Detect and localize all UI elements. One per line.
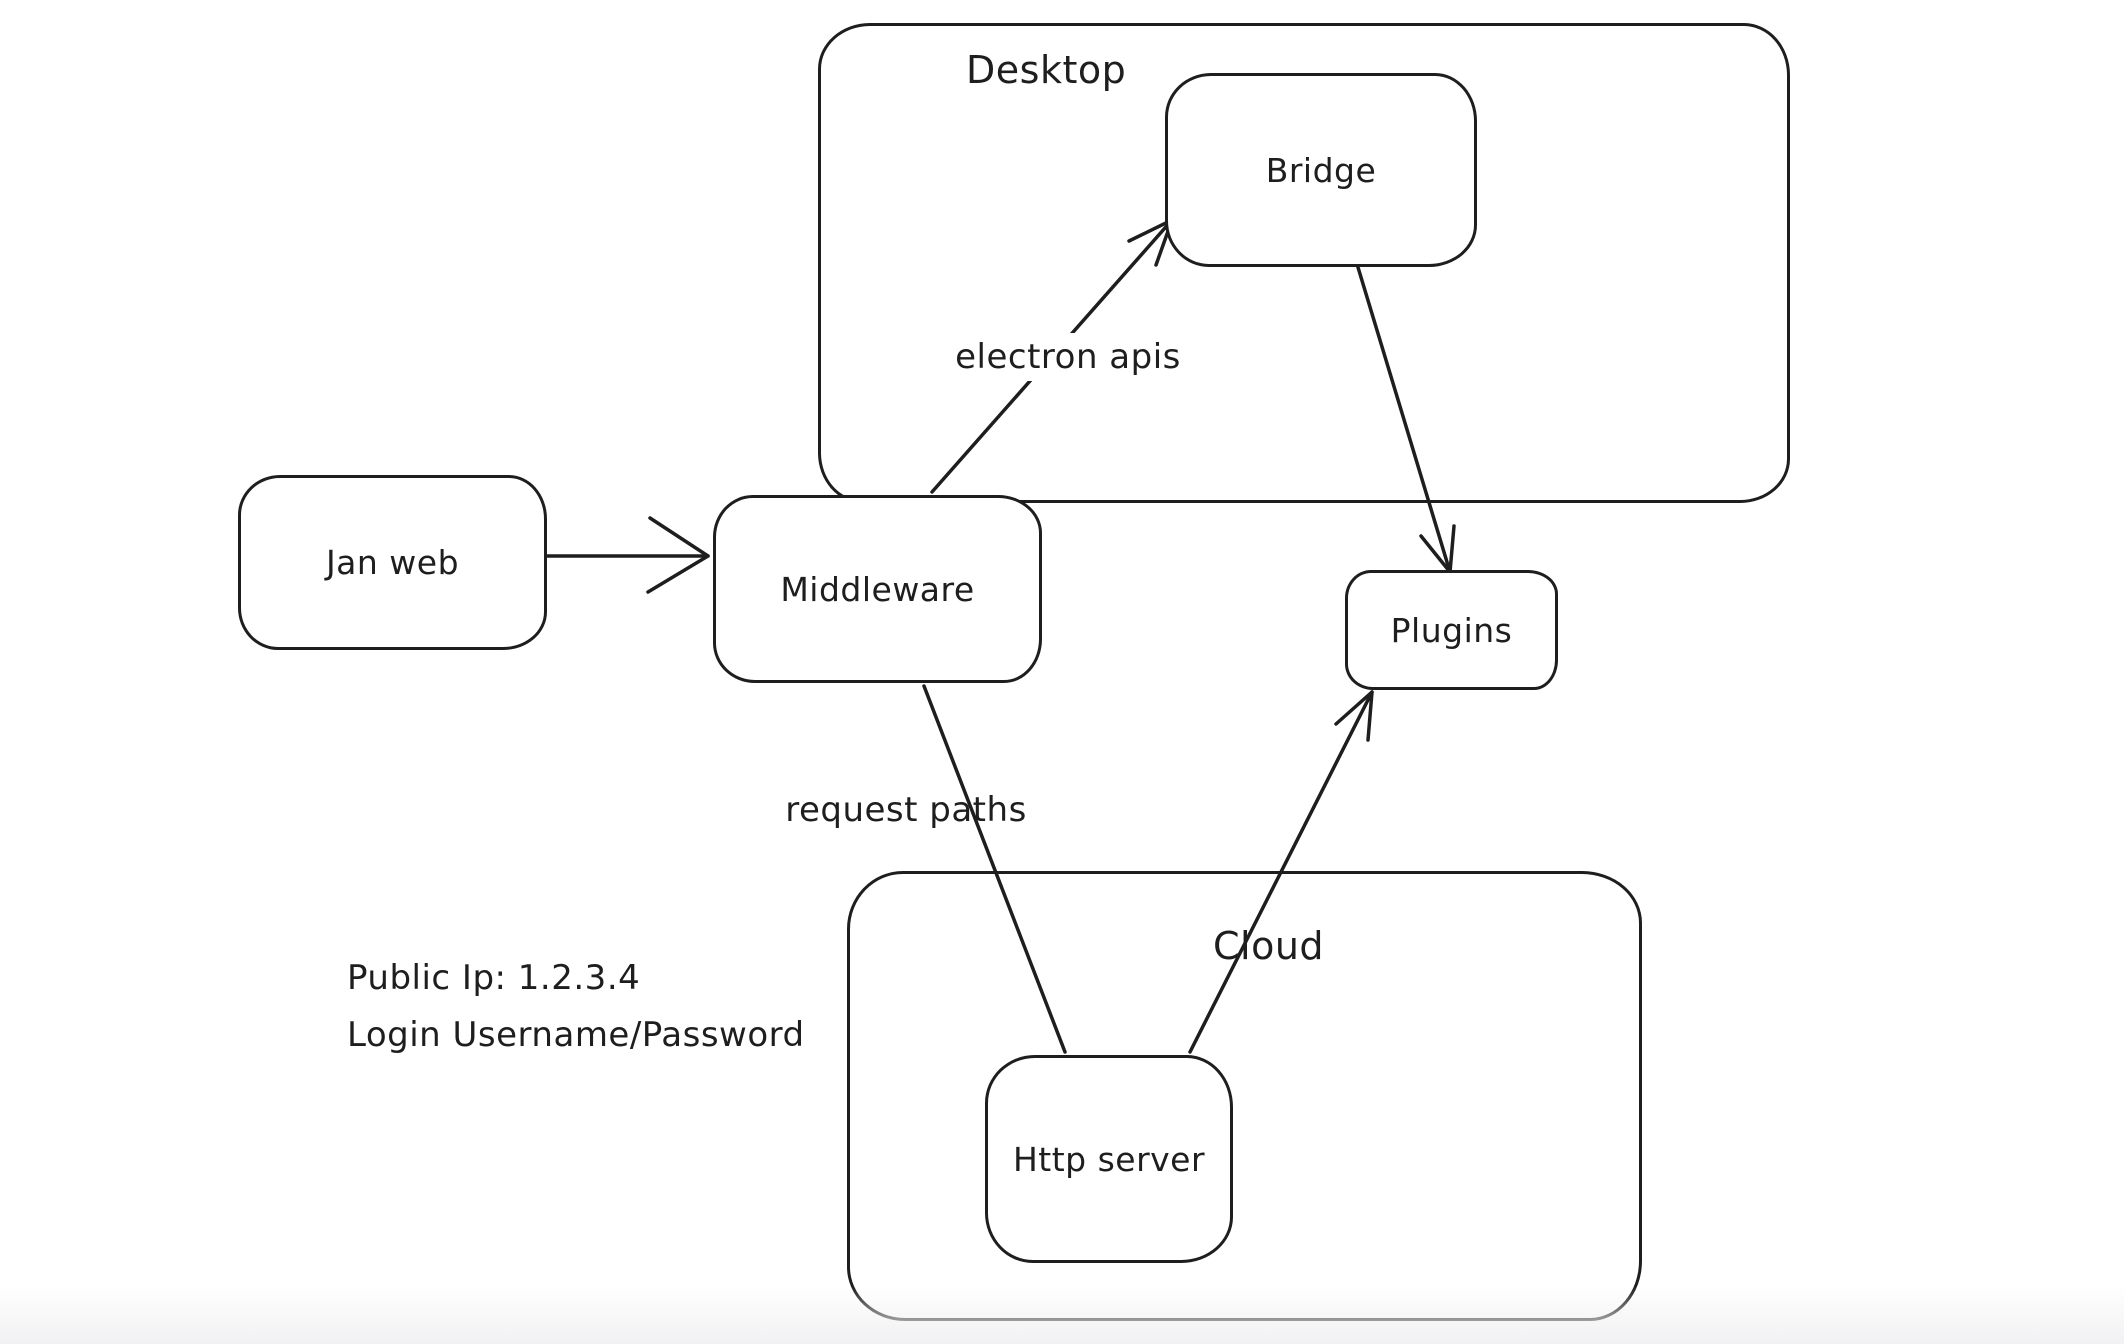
- edge-http-server-to-plugins[interactable]: [1188, 690, 1374, 1054]
- desktop-container-frame[interactable]: [818, 23, 1790, 503]
- cloud-credentials-annotation[interactable]: Public Ip: 1.2.3.4 Login Username/Passwo…: [347, 950, 805, 1064]
- jan-web-node[interactable]: Jan web: [238, 475, 547, 650]
- edge-jan-web-to-middleware[interactable]: [545, 516, 710, 594]
- jan-web-node-label: Jan web: [325, 543, 460, 582]
- arrowhead-at-middleware: [646, 516, 710, 594]
- request-paths-edge-label[interactable]: request paths: [785, 790, 1027, 830]
- login-text: Login Username/Password: [347, 1015, 805, 1055]
- http-server-node-label: Http server: [1012, 1139, 1206, 1179]
- http-server-node[interactable]: Http server: [985, 1055, 1233, 1263]
- bridge-node[interactable]: Bridge: [1165, 73, 1477, 267]
- middleware-node[interactable]: Middleware: [713, 495, 1042, 683]
- electron-apis-edge-label[interactable]: electron apis: [943, 333, 1193, 381]
- middleware-node-label: Middleware: [780, 569, 975, 609]
- arrowhead-at-plugins-bottom: [1334, 690, 1374, 742]
- bridge-node-label: Bridge: [1265, 150, 1377, 190]
- desktop-container-label[interactable]: Desktop: [966, 48, 1127, 92]
- public-ip-text: Public Ip: 1.2.3.4: [347, 958, 641, 998]
- cloud-container-label[interactable]: Cloud: [1213, 924, 1325, 968]
- edge-middleware-to-http-server[interactable]: [922, 684, 1067, 1054]
- plugins-node-label: Plugins: [1390, 610, 1513, 650]
- plugins-node[interactable]: Plugins: [1345, 570, 1558, 690]
